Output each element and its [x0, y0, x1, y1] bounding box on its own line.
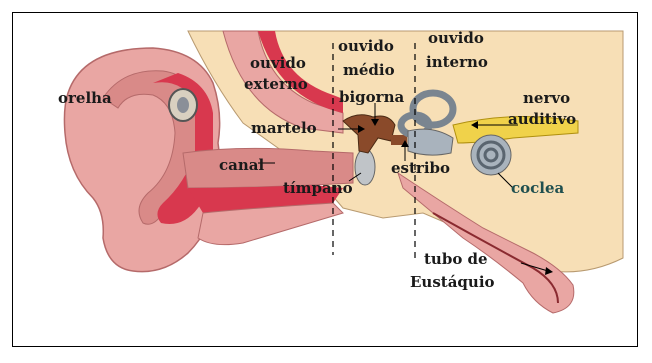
- label-orelha: orelha: [58, 89, 112, 107]
- label-tubo-line1: tubo de: [424, 250, 488, 268]
- label-bigorna: bigorna: [339, 88, 404, 106]
- label-ouvido-medio-line1: ouvido: [338, 37, 394, 55]
- label-tubo-line2: Eustáquio: [410, 273, 495, 291]
- label-estribo: estribo: [391, 159, 450, 177]
- label-nervo-line2: auditivo: [508, 110, 576, 128]
- label-timpano: tímpano: [283, 179, 353, 197]
- ear-anatomy-diagram: orelha ouvido externo ouvido médio ouvid…: [13, 13, 639, 348]
- concha-bone-inner: [177, 97, 189, 113]
- label-ouvido-externo-line2: externo: [244, 75, 308, 93]
- label-nervo-line1: nervo: [523, 89, 570, 107]
- label-ouvido-externo-line1: ouvido: [250, 54, 306, 72]
- label-ouvido-interno-line2: interno: [426, 53, 488, 71]
- label-ouvido-interno-line1: ouvido: [428, 29, 484, 47]
- label-ouvido-medio-line2: médio: [343, 61, 395, 79]
- diagram-frame: orelha ouvido externo ouvido médio ouvid…: [12, 12, 638, 347]
- label-coclea: coclea: [511, 179, 565, 197]
- label-martelo: martelo: [251, 119, 317, 137]
- eardrum: [355, 149, 375, 185]
- label-canal: canal: [219, 156, 264, 174]
